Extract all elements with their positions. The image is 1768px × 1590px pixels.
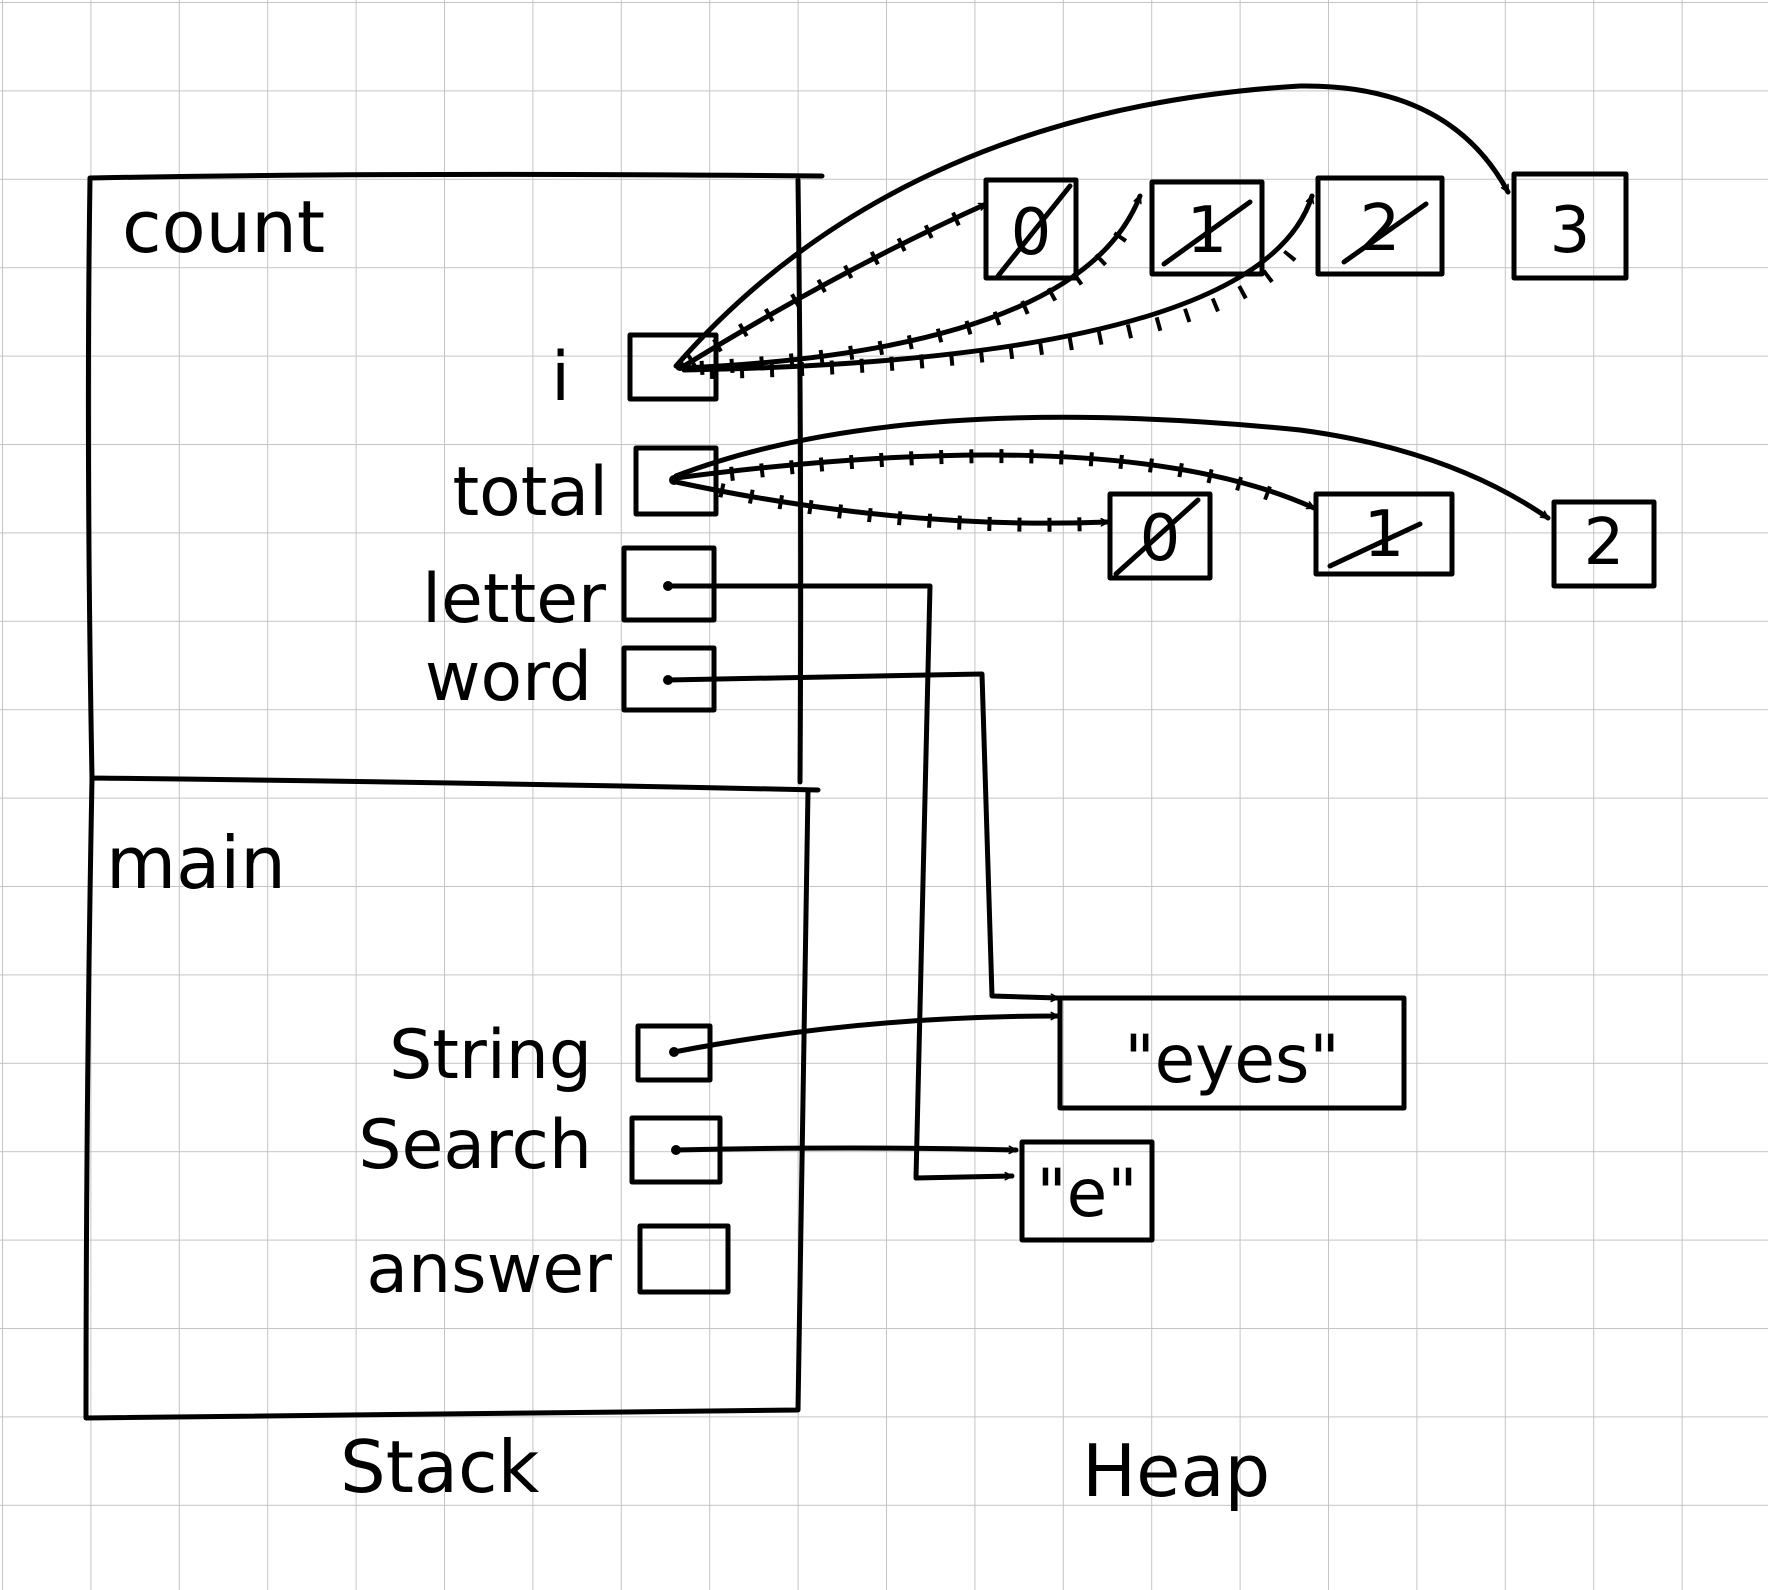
heap-i-value-0-strike [995,183,1073,279]
ref-i-to-0 [681,201,989,369]
frame-main-title: main [106,821,286,905]
ref-dot-i [675,361,685,371]
heap-i-value-3-text: 3 [1550,194,1591,268]
ref-i-to-2 [681,193,1315,373]
heap-i-value-0-box [983,177,1079,281]
heap-i-value-1: 1 [1149,179,1265,277]
heap-total-value-0-text: 0 [1140,502,1181,576]
heap-string-e-text: "e" [1036,1155,1137,1232]
heap-total-value-2: 2 [1551,499,1657,589]
heap-total-value-1-strike [1327,521,1423,569]
heap-total-value-0-box [1107,491,1213,581]
heap-string-eyes-box [1057,995,1407,1111]
var-word-label: word [425,638,592,717]
ref-search-to-e [673,1145,1019,1155]
var-total-slot [633,445,719,517]
heap-i-value-2-strike [1341,201,1429,265]
var-string-slot [635,1023,713,1083]
heap-string-e: "e" [1019,1139,1155,1243]
ref-dot-word [663,675,673,685]
heap-i-value-2: 2 [1315,175,1445,277]
frame-main-border [83,775,821,1421]
reference-arrows [663,83,1551,1181]
heap-i-value-0: 0 [983,177,1079,281]
var-answer-label: answer [366,1230,612,1309]
frame-count-border [85,171,825,785]
ref-total-to-1 [673,452,1317,511]
heap-total-value-1: 1 [1313,491,1455,577]
heap-i-value-3-box [1511,171,1629,281]
heap-total-value-2-text: 2 [1584,506,1625,580]
stack-label: Stack [340,1425,540,1509]
heap-total-value-0: 0 [1107,491,1213,581]
var-letter-label: letter [422,560,606,639]
ref-dot-string [669,1047,679,1057]
ref-letter-to-e [665,583,1015,1181]
var-string-label: String [389,1016,592,1095]
ref-dot-total [669,475,679,485]
heap-i-value-1-strike [1161,199,1253,267]
ref-i-to-3 [673,83,1511,369]
heap-string-e-box [1019,1139,1155,1243]
ref-dot-search [671,1145,681,1155]
heap-string-eyes: "eyes" [1057,995,1407,1111]
heap-i-value-2-box [1315,175,1445,277]
ref-string-to-eyes [671,1011,1061,1055]
heap-string-eyes-text: "eyes" [1124,1021,1339,1098]
var-answer-slot [637,1223,731,1295]
frame-count: count [85,171,825,785]
ref-total-to-0 [673,479,1111,527]
heap-total-value-0-strike [1113,497,1201,577]
heap-total-value-1-box [1313,491,1455,577]
ref-word-to-eyes [665,671,1061,1003]
ref-total-to-2 [673,414,1551,521]
heap-i-value-1-box [1149,179,1265,277]
heap-region: 0 1 2 3 0 1 2 [983,171,1657,1513]
var-search-label: Search [358,1106,592,1185]
heap-label: Heap [1082,1429,1270,1513]
heap-i-value-3: 3 [1511,171,1629,281]
frame-count-title: count [122,185,325,269]
heap-total-value-2-box [1551,499,1657,589]
var-total-label: total [453,453,609,532]
ref-dot-letter [663,581,673,591]
var-i-label: i [551,338,570,417]
stack-region: count main i total letter word String Se… [83,171,825,1509]
frame-main: main [83,775,821,1421]
